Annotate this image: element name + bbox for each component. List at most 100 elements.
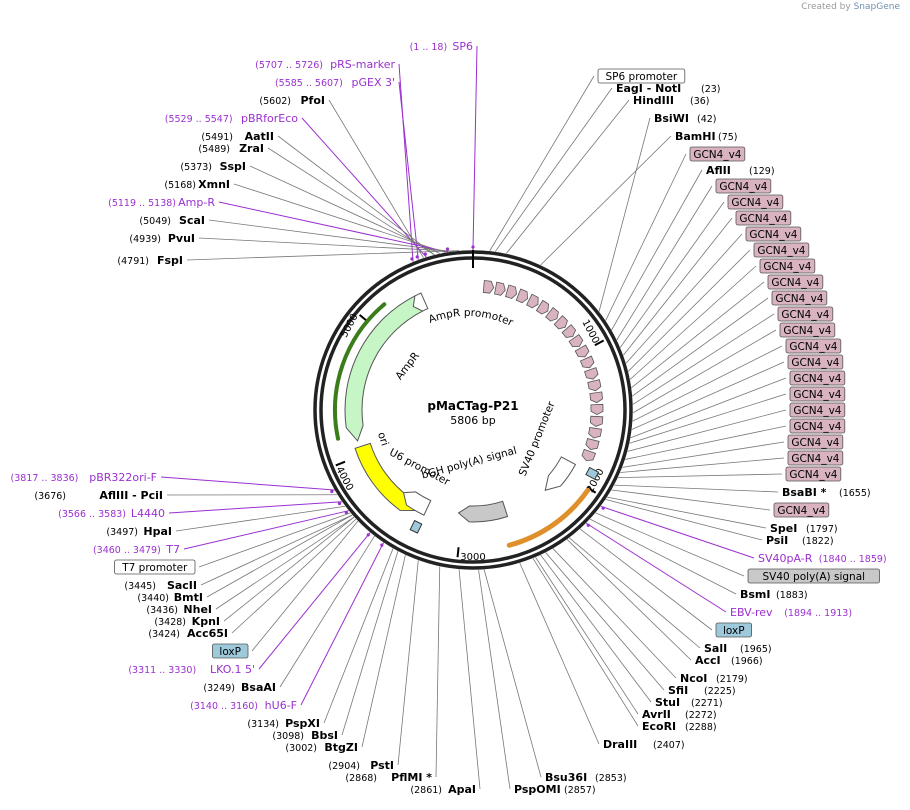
site-position: (42) [697, 114, 717, 125]
primer-tick [380, 543, 384, 547]
site-position: (2407) [653, 740, 685, 751]
gcn4-repeat [505, 284, 518, 299]
leader-line [328, 99, 424, 259]
site-label: PflMI *(2868) [345, 771, 432, 784]
feature-box-name: SP6 promoter [606, 71, 678, 83]
feature-box [787, 354, 844, 370]
primer-range: (1894 .. 1913) [784, 608, 852, 619]
gcn4-repeat [584, 367, 599, 380]
site-name: BsaBI * [782, 486, 827, 499]
leader-line [605, 153, 687, 321]
site-name: FspI [157, 254, 183, 267]
primer-range: (3817 .. 3836) [11, 473, 79, 484]
leader-line [566, 539, 692, 661]
leader-line [632, 329, 777, 414]
site-position: (23) [701, 84, 721, 95]
leader-line [569, 537, 701, 649]
leader-line [435, 566, 441, 778]
box-label: GCN4_v4 [745, 226, 802, 242]
feature-box-name: GCN4_v4 [757, 245, 805, 257]
box-label: GCN4_v4 [727, 194, 784, 210]
site-position: (1966) [731, 656, 763, 667]
leader-line [258, 532, 371, 670]
site-position: (36) [690, 96, 710, 107]
site-position: (5373) [180, 162, 212, 173]
site-position: (3134) [247, 719, 279, 730]
primer-tick [471, 245, 475, 249]
site-position: (2271) [691, 698, 723, 709]
feature-box-name: GCN4_v4 [719, 181, 767, 193]
features [333, 280, 604, 548]
feature-box [735, 210, 792, 226]
leader-line [472, 45, 478, 251]
leader-line [478, 569, 511, 790]
primer-tick [415, 255, 419, 259]
site-position: (5491) [201, 132, 233, 143]
feature-box [779, 322, 836, 338]
gcn4-repeat [585, 438, 600, 450]
site-position: (75) [718, 132, 738, 143]
gcn4-repeat [553, 315, 568, 330]
site-label: PstI(2904) [328, 759, 394, 772]
gcn4-repeat [561, 324, 577, 338]
site-position: (3428) [154, 617, 186, 628]
box-label: GCN4_v4 [773, 502, 830, 518]
leader-line [218, 201, 449, 253]
site-position: (1822) [802, 536, 834, 547]
feature-box-name: GCN4_v4 [763, 261, 811, 273]
site-label: ZraI(5489) [198, 142, 264, 155]
primer-tick [330, 489, 334, 494]
feature-box-name: GCN4_v4 [789, 341, 837, 353]
site-name: SpeI [770, 522, 797, 535]
leader-line [505, 99, 630, 254]
site-name: DraIII [603, 738, 637, 751]
site-name: EagI - NotI [616, 82, 681, 95]
feature-box [211, 643, 249, 659]
leader-line [585, 522, 727, 613]
feature-box [715, 178, 772, 194]
site-name: XmnI [198, 178, 230, 191]
ampr-feature [344, 295, 424, 442]
primer-range: (5119 .. 5138) [108, 198, 176, 209]
primer-name: T7 [165, 543, 180, 556]
ampr-orf-arc [333, 302, 387, 441]
site-label: HpaI(3497) [106, 525, 172, 538]
feature-box-name: T7 promoter [121, 562, 188, 574]
leader-line [632, 313, 775, 405]
site-label: ScaI(5049) [139, 214, 205, 227]
primer-name: L4440 [131, 507, 165, 520]
site-position: (2861) [410, 785, 442, 796]
leader-line [600, 505, 755, 559]
site-label: BtgZI(3002) [285, 741, 358, 754]
primer-name: pRS-marker [330, 58, 395, 71]
leader-line [301, 117, 427, 258]
primer-range: (5529 .. 5547) [165, 114, 233, 125]
site-name: PspXI [285, 717, 320, 730]
primer-name: Amp-R [178, 196, 215, 209]
site-label: PsiI(1822) [766, 534, 834, 547]
box-label: GCN4_v4 [787, 450, 844, 466]
site-label: SalI(1965) [704, 642, 772, 655]
leader-line [323, 548, 394, 724]
leader-lines [160, 45, 787, 790]
leader-line [267, 147, 435, 256]
feature-box [773, 502, 830, 518]
site-label: BsaAI(3249) [203, 681, 276, 694]
feature-box-name: GCN4_v4 [731, 197, 779, 209]
site-label: BsaBI *(1655) [782, 486, 871, 499]
primer-tick [586, 523, 590, 527]
feature-box-name: GCN4_v4 [739, 213, 787, 225]
leader-line [223, 516, 355, 622]
feature-box [789, 418, 846, 434]
leader-line [579, 528, 713, 631]
primer-range: (5585 .. 5607) [275, 78, 343, 89]
site-position: (1883) [776, 590, 808, 601]
site-label: AflIII - PciI(3676) [34, 489, 163, 502]
box-label: SP6 promoter [597, 68, 686, 84]
feature-box-name: SV40 poly(A) signal [763, 571, 866, 583]
feature-box-name: GCN4_v4 [793, 389, 841, 401]
site-position: (3445) [124, 581, 156, 592]
gcn4-repeat [589, 391, 603, 404]
site-name: BmtI [174, 591, 203, 604]
